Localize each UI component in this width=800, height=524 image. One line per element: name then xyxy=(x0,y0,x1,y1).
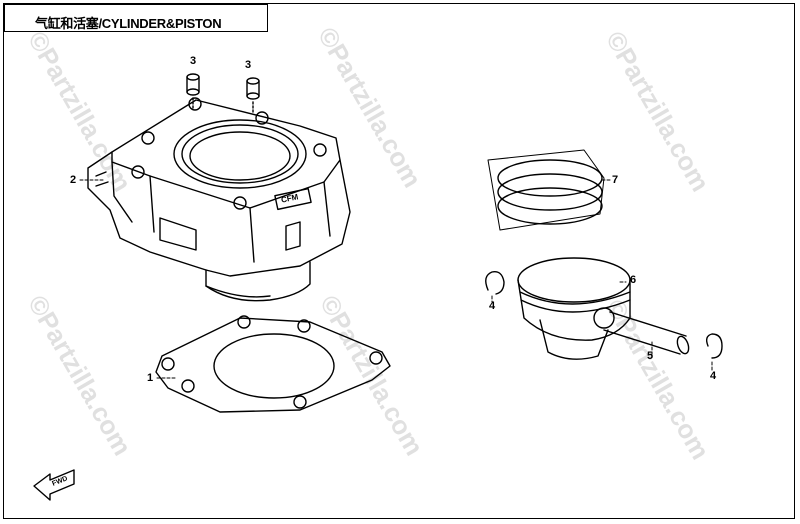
callout-1[interactable]: 1 xyxy=(147,372,154,384)
callout-4a[interactable]: 4 xyxy=(489,300,496,312)
callout-7[interactable]: 7 xyxy=(612,174,619,186)
piston[interactable] xyxy=(517,257,631,360)
piston-pin[interactable] xyxy=(603,311,691,355)
circlip-right[interactable] xyxy=(705,333,723,359)
dowel-pin-left[interactable] xyxy=(186,73,200,96)
cylinder-block[interactable] xyxy=(87,97,351,302)
callout-2[interactable]: 2 xyxy=(70,174,77,186)
page-title: 气缸和活塞/CYLINDER&PISTON xyxy=(35,16,222,31)
circlip-left[interactable] xyxy=(485,271,505,295)
callout-6[interactable]: 6 xyxy=(630,274,637,286)
callout-3b[interactable]: 3 xyxy=(245,59,252,71)
title-box: 气缸和活塞/CYLINDER&PISTON xyxy=(4,4,268,32)
callout-3a[interactable]: 3 xyxy=(190,55,197,67)
fwd-arrow-icon xyxy=(33,469,75,501)
dowel-pin-right[interactable] xyxy=(246,77,260,100)
piston-rings[interactable] xyxy=(487,149,605,231)
diagram-frame xyxy=(3,3,795,519)
cylinder-gasket[interactable] xyxy=(155,315,391,413)
callout-5[interactable]: 5 xyxy=(647,350,654,362)
callout-4b[interactable]: 4 xyxy=(710,370,717,382)
